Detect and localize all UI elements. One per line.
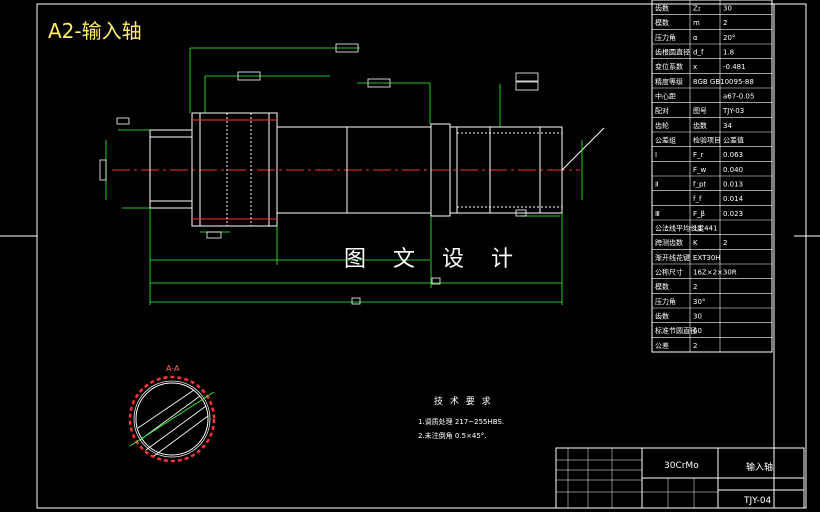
note-line-2: 2.未注倒角 0.5×45°.	[418, 431, 487, 440]
table-cell: F_r	[693, 151, 704, 159]
table-cell: 60	[693, 327, 702, 335]
table-cell: K	[693, 239, 698, 247]
table-cell: 2	[693, 283, 697, 291]
table-cell: 变位系数	[655, 62, 683, 71]
part-name: 输入轴	[746, 461, 773, 473]
table-cell: 精度等级	[655, 77, 683, 86]
table-cell: 齿轮	[655, 121, 669, 130]
table-cell: 压力角	[655, 297, 676, 306]
table-cell: 0.040	[723, 166, 743, 174]
table-cell: 30°	[693, 298, 705, 306]
table-cell: 0.013	[723, 181, 743, 189]
table-cell: TJY-03	[722, 107, 744, 115]
title-block: 30CrMo 输入轴 TJY-04	[555, 447, 805, 509]
table-cell: 压力角	[655, 33, 676, 42]
table-cell: α	[693, 34, 698, 42]
table-cell: Ⅲ	[655, 210, 660, 218]
notes-heading: 技 术 要 求	[434, 395, 493, 407]
section-view: A-A	[128, 364, 216, 463]
drawing-title: A2-输入轴	[48, 19, 142, 43]
table-cell: Ⅱ	[655, 181, 658, 189]
dimension-lines	[105, 47, 583, 305]
table-cell: a67-0.05	[723, 93, 754, 101]
table-cell: 0.063	[723, 151, 743, 159]
section-label: A-A	[166, 364, 180, 373]
table-cell: 配对	[655, 106, 669, 115]
table-cell: 0.023	[723, 210, 743, 218]
table-cell: 图号	[693, 107, 707, 115]
table-cell: 0.014	[723, 195, 744, 203]
table-cell: 30	[723, 5, 732, 13]
table-cell: 20°	[723, 34, 735, 42]
table-cell: 公法线平均长度	[655, 224, 704, 233]
table-cell: 检验项目	[693, 136, 721, 145]
table-cell: 齿根圆直径	[655, 48, 690, 57]
table-cell: 渐开线花键	[655, 253, 690, 262]
table-cell: 公差组	[655, 136, 676, 145]
table-cell: 标准节圆直径	[655, 326, 697, 335]
dimension-markers	[99, 43, 539, 305]
table-cell: 公差值	[723, 136, 744, 145]
table-cell: m	[693, 19, 700, 27]
table-cell: 齿数	[655, 312, 669, 321]
table-cell: 2	[693, 342, 697, 350]
table-cell: 跨测齿数	[655, 238, 683, 247]
table-cell: 齿数	[655, 4, 669, 13]
table-cell: 13.441	[693, 225, 718, 233]
table-cell: f_f	[693, 195, 702, 203]
table-cell: 公差	[655, 341, 669, 350]
table-cell: x	[693, 63, 697, 71]
shaft-view	[112, 112, 605, 227]
table-cell: 公称尺寸	[655, 268, 683, 277]
table-cell: 2	[723, 19, 727, 27]
table-cell: d_f	[693, 49, 704, 57]
table-cell: 30	[693, 313, 702, 321]
table-cell: 2	[723, 239, 727, 247]
table-cell: 齿数	[693, 121, 707, 130]
table-cell: 1.8	[723, 49, 734, 57]
drawing-number: TJY-04	[743, 496, 772, 506]
table-cell: -0.481	[723, 63, 746, 71]
table-cell: F_β	[693, 210, 705, 218]
note-line-1: 1.调质处理 217~255HBS.	[418, 417, 504, 426]
material: 30CrMo	[664, 461, 699, 471]
table-cell: 模数	[655, 282, 669, 291]
table-cell: Ⅰ	[655, 151, 657, 159]
table-cell: 模数	[655, 18, 669, 27]
overlay-text: 图 文 设 计	[344, 247, 523, 272]
table-cell: EXT30H	[693, 254, 721, 262]
table-cell: Z₂	[693, 5, 701, 13]
technical-notes: 技 术 要 求 1.调质处理 217~255HBS. 2.未注倒角 0.5×45…	[418, 395, 504, 440]
table-cell: F_w	[693, 166, 707, 174]
table-cell: 8GB GB10095-88	[693, 78, 754, 86]
table-cell: 16Z×2×30R	[693, 269, 737, 277]
table-cell: f_pt	[693, 181, 706, 189]
table-cell: 34	[723, 122, 732, 130]
table-cell: 中心距	[655, 92, 676, 101]
